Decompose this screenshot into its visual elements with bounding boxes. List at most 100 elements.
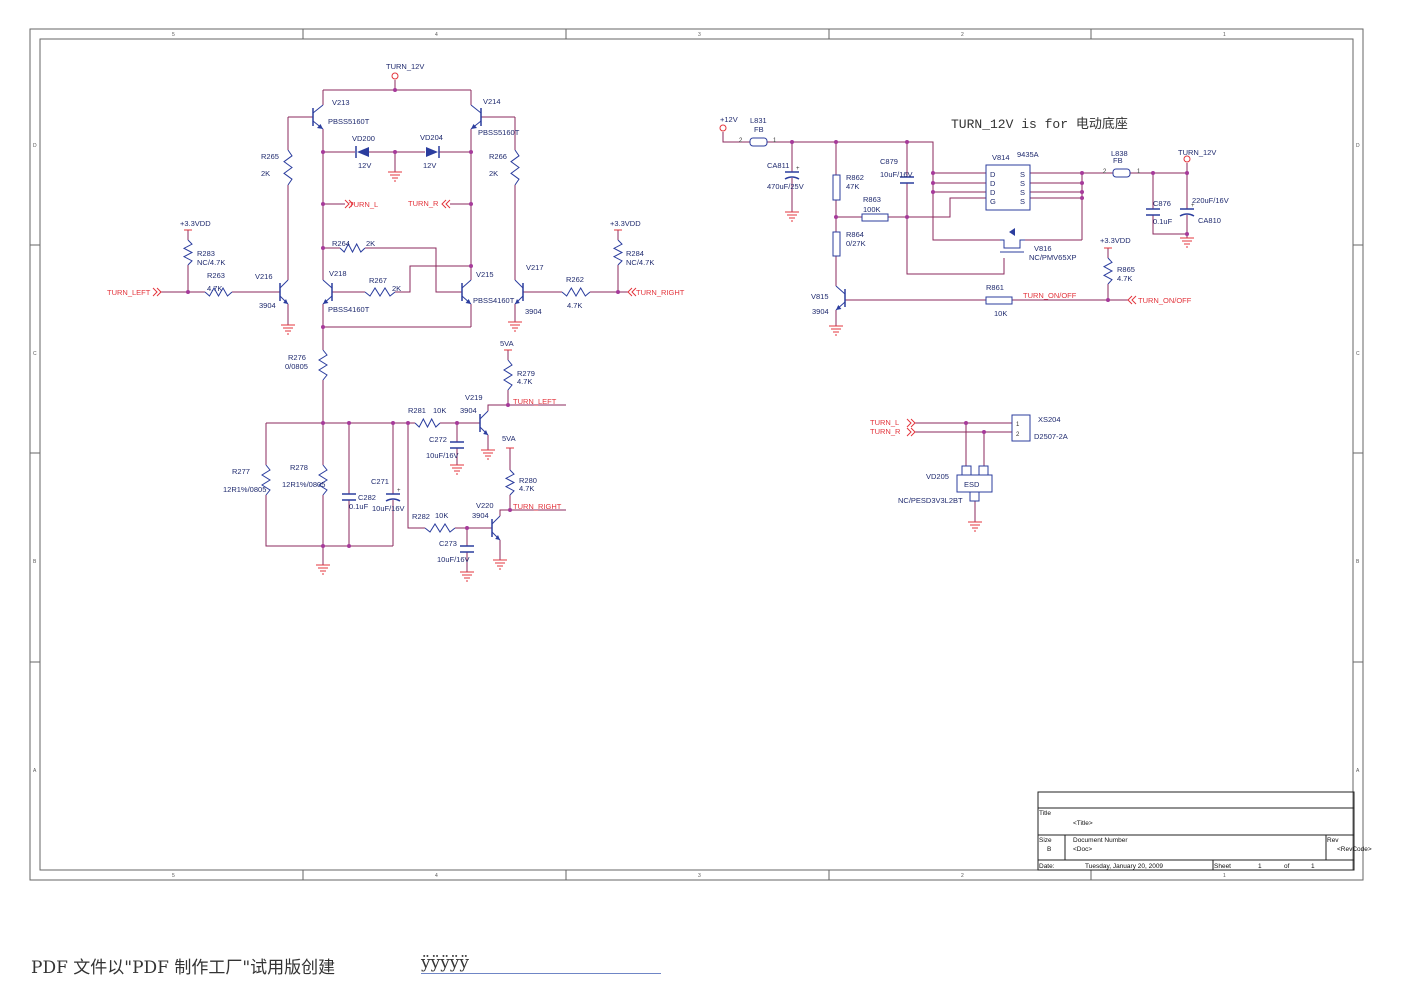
ref-r267: R267 bbox=[369, 276, 387, 285]
resistor bbox=[364, 287, 396, 297]
power-port-icon bbox=[1183, 155, 1191, 163]
junction-dot bbox=[931, 171, 935, 175]
ref-r864: R864 bbox=[846, 230, 864, 239]
net-port-turn-right: TURN_RIGHT bbox=[636, 288, 685, 297]
sheet-total-value: 1 bbox=[1311, 863, 1315, 870]
value-ca810: 220uF/16V bbox=[1192, 196, 1229, 205]
junction-dot bbox=[905, 140, 909, 144]
value-r282: 10K bbox=[435, 511, 448, 520]
pin-label: 1 bbox=[1137, 169, 1141, 175]
part-v214: PBSS5160T bbox=[478, 128, 520, 137]
date-value: Tuesday, January 20, 2009 bbox=[1085, 863, 1163, 870]
footer-link[interactable]: ÿÿÿÿÿ bbox=[421, 953, 661, 974]
ref-c282: C282 bbox=[358, 493, 376, 502]
frame-column-label: 4 bbox=[435, 873, 438, 879]
frame-row-label: A bbox=[1356, 768, 1360, 774]
pin-label: 1 bbox=[773, 138, 777, 144]
esd-diode-pin bbox=[978, 465, 989, 476]
net-label-turn12v-right: TURN_12V bbox=[1178, 148, 1216, 157]
size-label: Size bbox=[1039, 837, 1052, 844]
ref-r278: R278 bbox=[290, 463, 308, 472]
wire bbox=[265, 495, 393, 547]
polarity-mark: + bbox=[796, 166, 800, 172]
ref-v219: V219 bbox=[465, 393, 483, 402]
resistor bbox=[182, 239, 194, 266]
v814-pin-s: S bbox=[1020, 197, 1025, 206]
document-number-label: Document Number bbox=[1073, 837, 1128, 844]
rev-value: <RevCode> bbox=[1337, 846, 1372, 853]
junction-dot bbox=[1151, 171, 1155, 175]
value-ca811: 470uF/25V bbox=[767, 182, 804, 191]
part-v219: 3904 bbox=[460, 406, 477, 415]
value-r863: 100K bbox=[863, 205, 881, 214]
ref-r283: R283 bbox=[197, 249, 215, 258]
value-c876: 0.1uF bbox=[1153, 217, 1173, 226]
junction-dot bbox=[506, 403, 510, 407]
value-r861: 10K bbox=[994, 309, 1007, 318]
part-v816: NC/PMV65XP bbox=[1029, 253, 1077, 262]
frame-column-label: 2 bbox=[961, 32, 964, 38]
ref-xs204: XS204 bbox=[1038, 415, 1061, 424]
part-v215: PBSS4160T bbox=[473, 296, 515, 305]
value-c273: 10uF/16V bbox=[437, 555, 470, 564]
ref-r280: R280 bbox=[519, 476, 537, 485]
net-label-turn12v: TURN_12V bbox=[386, 62, 424, 71]
transistor-v218-arrow bbox=[323, 299, 329, 304]
junction-dot bbox=[469, 150, 473, 154]
junction-dot bbox=[1106, 298, 1110, 302]
resistor bbox=[261, 464, 271, 496]
offpage-connector-icon bbox=[1131, 295, 1137, 305]
transistor-v815-arrow bbox=[836, 305, 842, 310]
net-label-turn-right: TURN_RIGHT bbox=[513, 502, 562, 511]
value-c272: 10uF/16V bbox=[426, 451, 459, 460]
rev-label: Rev bbox=[1327, 837, 1339, 844]
value-r264: 2K bbox=[366, 239, 375, 248]
junction-dot bbox=[465, 526, 469, 530]
transistor-v214 bbox=[470, 104, 482, 114]
ref-vd205: VD205 bbox=[926, 472, 949, 481]
offpage-connector-icon bbox=[441, 199, 447, 209]
value-r279: 4.7K bbox=[517, 377, 532, 386]
ref-r284: R284 bbox=[626, 249, 644, 258]
wire bbox=[407, 423, 425, 529]
value-r864: 0/27K bbox=[846, 239, 866, 248]
inner-frame bbox=[39, 38, 1354, 871]
power-label-5va-2: 5VA bbox=[502, 434, 516, 443]
junction-dot bbox=[321, 325, 325, 329]
pin-label: 2 bbox=[739, 138, 743, 144]
net-label-turn-onoff: TURN_ON/OFF bbox=[1023, 291, 1077, 300]
ref-c273: C273 bbox=[439, 539, 457, 548]
value-vd204: 12V bbox=[423, 161, 436, 170]
sheet-label: Sheet bbox=[1214, 863, 1231, 870]
value-r277: 12R1%/0805 bbox=[223, 485, 266, 494]
part-v814: 9435A bbox=[1017, 150, 1039, 159]
junction-dot bbox=[790, 140, 794, 144]
ref-v816: V816 bbox=[1034, 244, 1052, 253]
value-vd200: 12V bbox=[358, 161, 371, 170]
junction-dot bbox=[1185, 171, 1189, 175]
power-label-3v3-left: +3.3VDD bbox=[180, 219, 211, 228]
design-note: TURN_12V is for 电动底座 bbox=[951, 116, 1128, 132]
part-xs204: D2507-2A bbox=[1034, 432, 1068, 441]
ref-v220: V220 bbox=[476, 501, 494, 510]
ref-v214: V214 bbox=[483, 97, 501, 106]
part-vd205: NC/PESD3V3L2BT bbox=[898, 496, 963, 505]
frame-row-label: C bbox=[33, 351, 37, 357]
pin-label: 2 bbox=[1103, 169, 1107, 175]
v814-pin-d: D bbox=[990, 170, 996, 179]
junction-dot bbox=[1185, 232, 1189, 236]
junction-dot bbox=[616, 290, 620, 294]
mosfet-v816 bbox=[1000, 239, 1025, 249]
junction-dot bbox=[321, 544, 325, 548]
title-value: <Title> bbox=[1073, 820, 1093, 827]
value-r284: NC/4.7K bbox=[626, 258, 654, 267]
ref-v216: V216 bbox=[255, 272, 273, 281]
polarity-mark: + bbox=[1191, 203, 1195, 209]
frame-row-label: D bbox=[1356, 143, 1360, 149]
ref-r277: R277 bbox=[232, 467, 250, 476]
junction-dot bbox=[393, 150, 397, 154]
part-v815: 3904 bbox=[812, 307, 829, 316]
resistor bbox=[561, 287, 591, 297]
offpage-connector-icon bbox=[344, 199, 350, 209]
junction-dot bbox=[469, 202, 473, 206]
